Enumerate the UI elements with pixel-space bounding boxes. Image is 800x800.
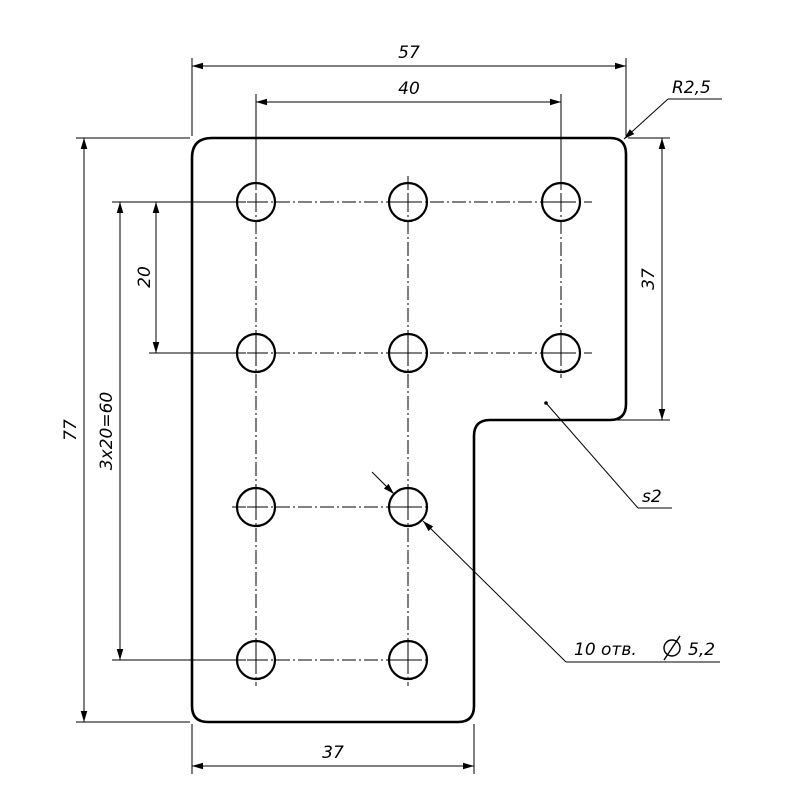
hole (387, 332, 429, 374)
hole (387, 486, 429, 528)
note-holes: 10 отв. 5,2 (371, 471, 720, 663)
plate-outline (190, 136, 628, 724)
dimension-label: 3x20=60 (97, 392, 117, 470)
diameter-icon (663, 635, 681, 661)
dimension-label: 40 (398, 79, 420, 99)
dimension-overall-width: 57 (191, 43, 627, 136)
hole (235, 486, 277, 528)
dimension-label: 37 (639, 268, 659, 290)
dimension-hole-span: 40 (255, 79, 562, 183)
hole (235, 639, 277, 681)
dimension-overall-height: 77 (61, 137, 190, 723)
note-label: s2 (642, 487, 662, 507)
holes (235, 181, 582, 681)
dimension-top-height: 37 (612, 137, 670, 421)
note-label: 5,2 (688, 640, 715, 660)
dimension-label: 57 (398, 43, 420, 63)
hole (235, 332, 277, 374)
dimension-label: R2,5 (672, 78, 711, 98)
hole (387, 181, 429, 223)
dimension-label: 20 (135, 266, 155, 288)
dimension-pitch: 20 (135, 202, 232, 354)
dimension-label: 77 (61, 419, 81, 441)
dimension-bottom-width: 37 (191, 724, 475, 774)
hole (387, 639, 429, 681)
center-lines (232, 176, 592, 686)
dimension-pitch-total: 3x20=60 (97, 201, 232, 661)
dimension-corner-radius: R2,5 (623, 78, 722, 140)
hole (540, 332, 582, 374)
note-thickness: s2 (544, 401, 672, 509)
dimension-label: 37 (322, 743, 344, 763)
note-label: 10 отв. (574, 640, 637, 660)
